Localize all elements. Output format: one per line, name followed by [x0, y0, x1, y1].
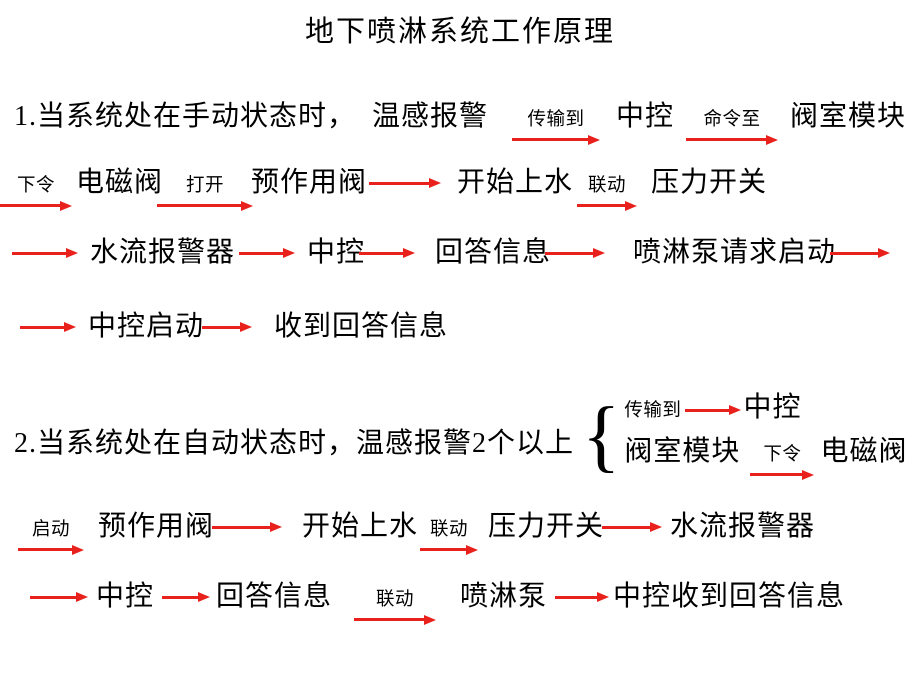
node-preaction-valve: 预作用阀 — [98, 511, 215, 542]
brace: { — [582, 391, 621, 480]
node-pump-request-start: 喷淋泵请求启动 — [633, 237, 837, 268]
red-arrow-icon — [685, 405, 742, 416]
red-arrow-icon — [512, 134, 601, 145]
flow-linkage: 联动 — [577, 171, 638, 211]
manual-heading: 1.当系统处在手动状态时， — [14, 101, 357, 132]
red-arrow-icon — [18, 544, 84, 555]
red-arrow-icon — [750, 469, 815, 480]
node-start-water: 开始上水 — [302, 511, 419, 542]
node-preaction-valve: 预作用阀 — [251, 167, 368, 198]
node-central-receive-reply: 中控收到回答信息 — [613, 581, 846, 612]
auto-branch-top: 传输到 中控 — [624, 385, 907, 425]
node-solenoid-valve: 电磁阀 — [820, 436, 908, 467]
node-reply-info: 回答信息 — [435, 237, 552, 268]
node-central-control-2: 中控 — [96, 581, 155, 612]
flow-label-command-to: 命令至 — [703, 110, 761, 130]
node-receive-reply: 收到回答信息 — [274, 311, 449, 342]
flow-label-linkage: 联动 — [588, 176, 627, 196]
red-arrow-icon — [212, 522, 283, 533]
auto-branch-bottom: 阀室模块 下令 电磁阀 — [624, 429, 907, 480]
node-pressure-switch: 压力开关 — [488, 511, 605, 542]
red-arrow-icon — [686, 134, 779, 145]
node-temp-alarm: 温感报警 — [372, 101, 489, 132]
node-central-start: 中控启动 — [88, 311, 205, 342]
manual-line-1: 1.当系统处在手动状态时， 温感报警 传输到 中控 命令至 阀室模块 — [14, 94, 906, 145]
flow-issue-order: 下令 — [750, 440, 815, 480]
red-arrow-icon — [555, 592, 610, 603]
auto-heading: 2.当系统处在自动状态时，温感报警2个以上 — [14, 427, 575, 459]
auto-line-3: 中控 回答信息 联动 喷淋泵 中控收到回答信息 — [30, 574, 845, 625]
node-water-flow-alarm: 水流报警器 — [670, 511, 816, 542]
flow-transmit-to: 传输到 — [512, 105, 601, 145]
red-arrow-icon — [30, 592, 88, 603]
flow-command-to: 命令至 — [686, 105, 779, 145]
manual-line-3: 水流报警器 中控 回答信息 喷淋泵请求启动 — [12, 230, 891, 270]
red-arrow-icon — [577, 200, 638, 211]
flow-label-issue-order: 下令 — [16, 176, 55, 196]
red-arrow-icon — [202, 322, 253, 333]
manual-line-4: 中控启动 收到回答信息 — [20, 304, 448, 344]
red-arrow-icon — [359, 248, 416, 259]
node-valve-room-module: 阀室模块 — [790, 101, 907, 132]
flow-issue-order: 下令 — [0, 171, 72, 211]
red-arrow-icon — [369, 178, 442, 189]
node-central-control: 中控 — [743, 392, 802, 423]
flow-label-linkage: 联动 — [376, 590, 415, 610]
flow-label-transmit-to: 传输到 — [624, 401, 682, 421]
brace-branches: 传输到 中控 阀室模块 下令 电磁阀 — [624, 385, 907, 480]
red-arrow-icon — [420, 544, 479, 555]
flow-linkage: 联动 — [420, 515, 479, 555]
red-arrow-icon — [162, 592, 211, 603]
red-arrow-icon — [354, 614, 437, 625]
node-valve-room-module: 阀室模块 — [624, 436, 741, 467]
red-arrow-icon — [0, 200, 72, 211]
red-arrow-icon — [12, 248, 78, 259]
red-arrow-icon — [545, 248, 606, 259]
node-water-flow-alarm: 水流报警器 — [90, 237, 236, 268]
auto-line-1: 2.当系统处在自动状态时，温感报警2个以上 { 传输到 中控 阀室模块 下令 电… — [14, 385, 907, 480]
flow-linkage-2: 联动 — [354, 585, 437, 625]
node-reply-info: 回答信息 — [216, 581, 333, 612]
flow-label-transmit-to: 传输到 — [527, 110, 585, 130]
red-arrow-icon — [602, 522, 663, 533]
red-arrow-icon — [20, 322, 76, 333]
node-central-control-2: 中控 — [307, 237, 366, 268]
node-central-control: 中控 — [616, 101, 675, 132]
manual-line-2: 下令 电磁阀 打开 预作用阀 开始上水 联动 压力开关 — [0, 160, 767, 211]
node-start-water: 开始上水 — [457, 167, 574, 198]
flow-open: 打开 — [157, 171, 254, 211]
node-solenoid-valve: 电磁阀 — [76, 167, 164, 198]
flow-label-start: 启动 — [31, 520, 70, 540]
red-arrow-icon — [830, 248, 891, 259]
slide-title: 地下喷淋系统工作原理 — [304, 16, 615, 48]
node-pressure-switch: 压力开关 — [651, 167, 768, 198]
red-arrow-icon — [157, 200, 254, 211]
flow-label-open: 打开 — [186, 176, 225, 196]
flow-label-issue-order: 下令 — [763, 445, 802, 465]
flow-label-linkage: 联动 — [430, 520, 469, 540]
auto-line-2: 启动 预作用阀 开始上水 联动 压力开关 水流报警器 — [18, 504, 815, 555]
node-spray-pump: 喷淋泵 — [460, 581, 548, 612]
flow-start: 启动 — [18, 515, 84, 555]
red-arrow-icon — [239, 248, 296, 259]
